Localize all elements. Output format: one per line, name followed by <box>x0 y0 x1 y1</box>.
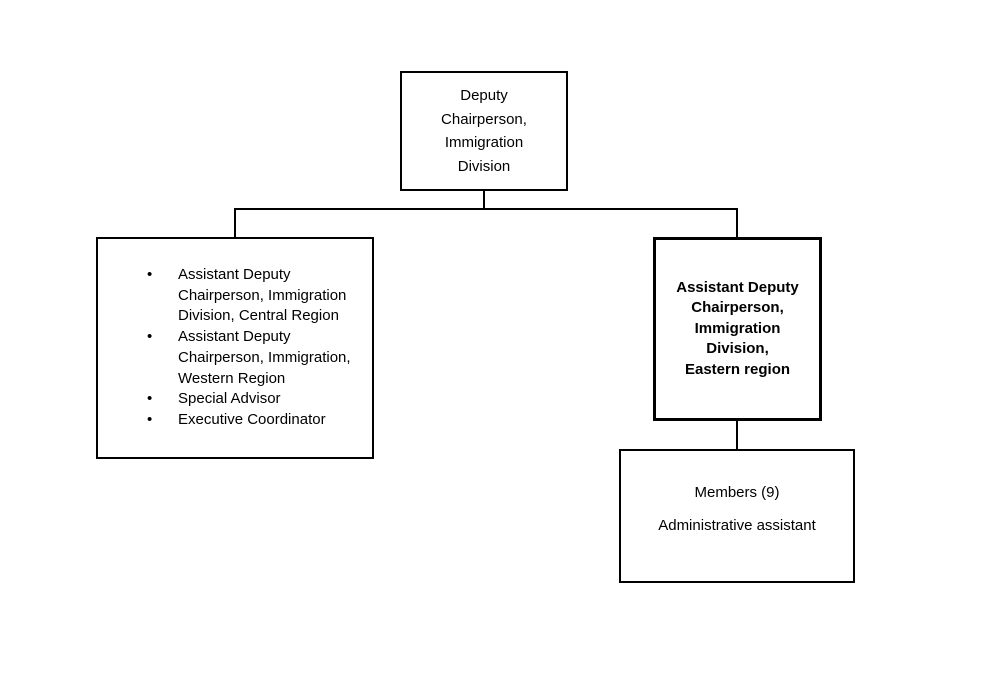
list-item: • Assistant Deputy Chairperson, Immigrat… <box>147 327 372 389</box>
list-item-label: Assistant Deputy Chairperson, Immigratio… <box>178 328 351 387</box>
connector-root-stub <box>483 189 485 209</box>
node-label-line: Assistant Deputy <box>676 278 799 296</box>
node-adc-eastern: Assistant Deputy Chairperson, Immigratio… <box>653 237 822 421</box>
members-count-label: Members (9) <box>694 484 780 501</box>
admin-assistant-label: Administrative assistant <box>658 517 816 534</box>
list-item: • Special Advisor <box>147 389 372 410</box>
node-label-line: Chairperson, <box>441 110 527 128</box>
node-label-line: Eastern region <box>684 360 791 378</box>
connector-drop-to-adc-eastern <box>736 208 738 237</box>
node-label-line: Division <box>457 157 511 175</box>
bullet-icon: • <box>147 266 153 283</box>
connector-drop-to-staff-list <box>234 208 236 237</box>
node-members: Members (9) Administrative assistant <box>619 449 855 583</box>
node-label-line: Chairperson, <box>691 299 784 317</box>
staff-bullet-list: • Assistant Deputy Chairperson, Immigrat… <box>98 265 372 431</box>
bullet-icon: • <box>147 410 153 428</box>
list-item-label: Assistant Deputy Chairperson, Immigratio… <box>178 266 347 325</box>
node-label-line: Deputy <box>460 87 508 104</box>
node-deputy-chairperson: Deputy Chairperson, Immigration Division <box>400 71 568 191</box>
connector-horizontal-rail <box>234 208 738 210</box>
node-label-line: Immigration <box>694 319 781 337</box>
connector-adc-eastern-to-members <box>736 419 738 449</box>
list-item-label: Executive Coordinator <box>178 410 326 428</box>
node-label-line: Division, <box>706 340 769 358</box>
list-item: • Assistant Deputy Chairperson, Immigrat… <box>147 265 372 327</box>
list-item-label: Special Advisor <box>178 390 281 408</box>
bullet-icon: • <box>147 328 153 346</box>
list-item: • Executive Coordinator <box>147 410 372 431</box>
node-staff-list: • Assistant Deputy Chairperson, Immigrat… <box>96 237 374 459</box>
node-label-line: Immigration <box>444 134 524 151</box>
bullet-icon: • <box>147 390 153 408</box>
